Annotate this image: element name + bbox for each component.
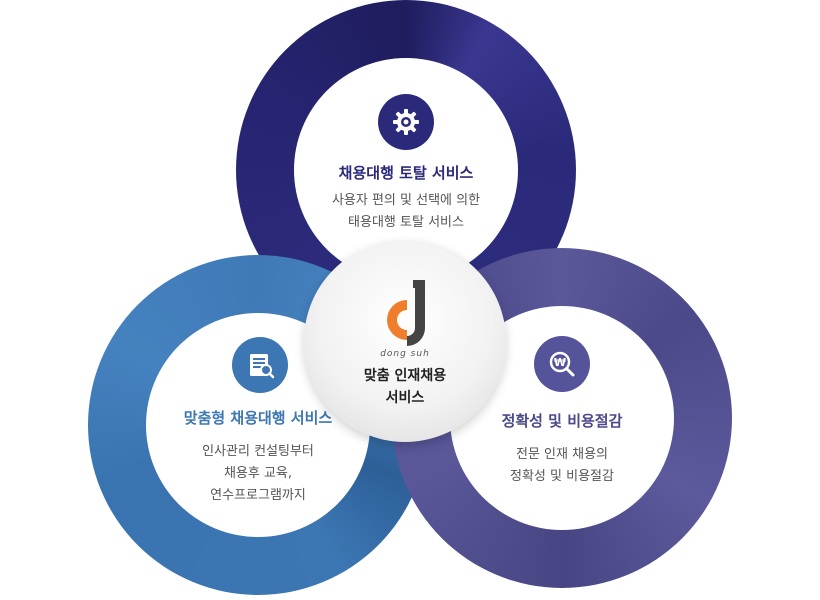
ring-top-inner: 채용대행 토탈 서비스 사용자 편의 및 선택에 의한 태용대행 토탈 서비스 — [294, 58, 518, 282]
svg-text:₩: ₩ — [554, 356, 566, 369]
center-logo-circle: dong suh 맞춤 인재채용 서비스 — [304, 240, 506, 442]
ring-right-inner: ₩ 정확성 및 비용절감 전문 인재 채용의 정확성 및 비용절감 — [450, 306, 674, 530]
document-search-icon — [232, 337, 288, 393]
service-desc-custom-line2: 채용후 교육, — [223, 466, 293, 481]
center-title-line1: 맞춤 인재채용 — [363, 368, 447, 384]
service-title-total: 채용대행 토탈 서비스 — [338, 164, 474, 182]
service-title-custom: 맞춤형 채용대행 서비스 — [183, 409, 333, 427]
center-title-line2: 서비스 — [385, 390, 425, 406]
service-title-accuracy: 정확성 및 비용절감 — [501, 412, 623, 430]
service-desc-accuracy-line1: 전문 인재 채용의 — [516, 447, 608, 462]
service-desc-total-line1: 사용자 편의 및 선택에 의한 — [331, 193, 481, 208]
logo-wordmark: dong suh — [380, 349, 430, 359]
service-desc-custom-line1: 인사관리 컨설팅부터 — [202, 444, 314, 459]
service-desc-accuracy-line2: 정확성 및 비용절감 — [510, 469, 614, 484]
won-search-icon: ₩ — [534, 336, 590, 392]
dongsuh-logo-icon — [387, 280, 425, 346]
gear-icon — [378, 94, 434, 150]
service-desc-custom-line3: 연수프로그램까지 — [210, 488, 306, 503]
service-desc-total-line2: 태용대행 토탈 서비스 — [348, 215, 464, 230]
